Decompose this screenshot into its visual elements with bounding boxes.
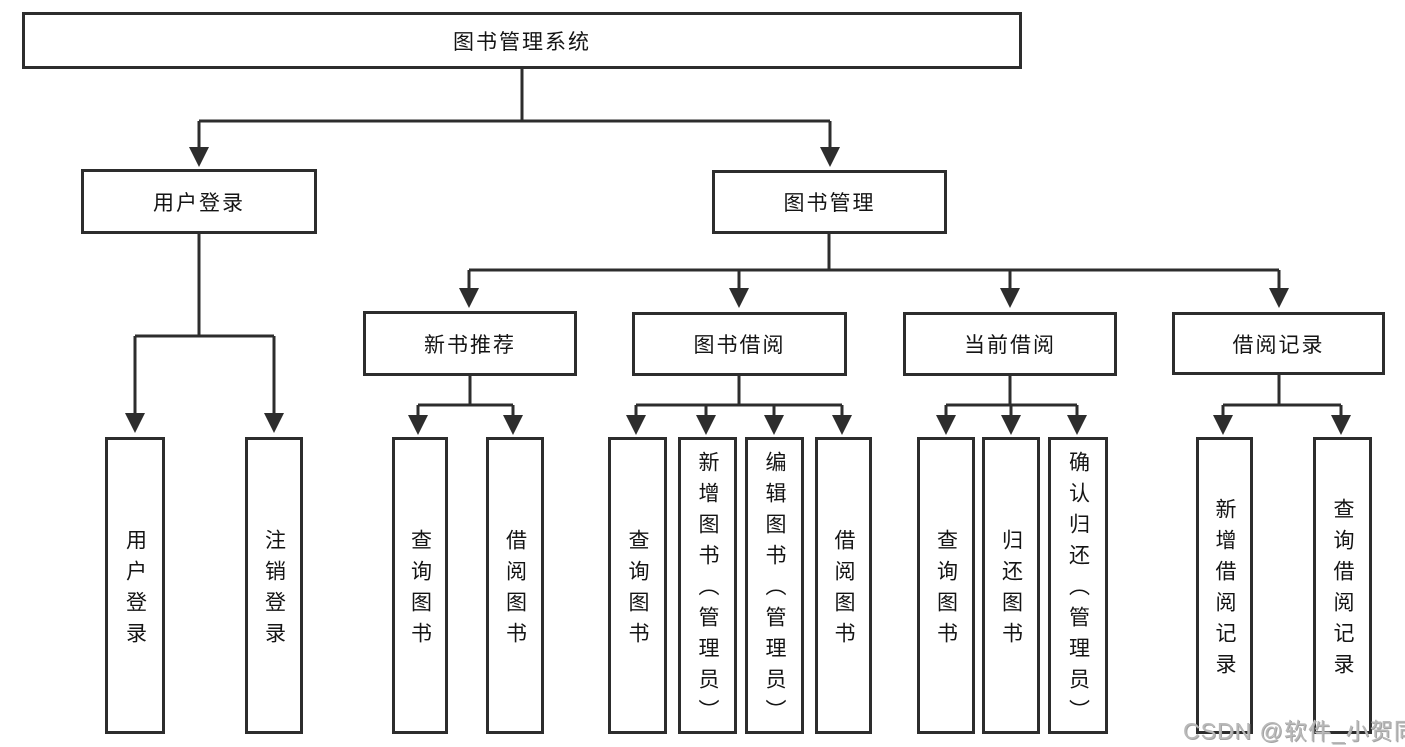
- node-new-book-recommend: 新书推荐: [363, 311, 577, 376]
- leaf-user-login: 用户登录: [105, 437, 165, 734]
- leaf-logout: 注销登录: [245, 437, 303, 734]
- connector-segments: [133, 68, 1343, 418]
- leaf-label: 借阅图书: [832, 528, 855, 653]
- leaf-label: 编辑图书（管理员）: [763, 451, 786, 730]
- leaf-label: 归还图书: [999, 528, 1023, 653]
- leaf-label: 确认归还（管理员）: [1066, 451, 1090, 730]
- leaf-query-books-borrowing: 查询图书: [608, 437, 667, 734]
- leaf-add-book-admin: 新增图书（管理员）: [678, 437, 737, 734]
- leaf-confirm-return-admin: 确认归还（管理员）: [1048, 437, 1108, 734]
- leaf-borrow-books-borrowing: 借阅图书: [815, 437, 872, 734]
- leaf-query-books-current: 查询图书: [917, 437, 975, 734]
- node-book-management: 图书管理: [712, 170, 947, 234]
- leaf-label: 查询借阅记录: [1331, 497, 1354, 684]
- node-library-system: 图书管理系统: [22, 12, 1022, 69]
- leaf-query-books-recommend: 查询图书: [392, 437, 448, 734]
- leaf-label: 新增图书（管理员）: [696, 451, 719, 730]
- node-book-borrowing: 图书借阅: [632, 312, 847, 376]
- leaf-return-book: 归还图书: [982, 437, 1040, 734]
- leaf-borrow-books-recommend: 借阅图书: [486, 437, 544, 734]
- leaf-edit-book-admin: 编辑图书（管理员）: [745, 437, 804, 734]
- leaf-label: 注销登录: [262, 528, 286, 653]
- leaf-label: 借阅图书: [503, 528, 527, 653]
- node-user-login: 用户登录: [81, 169, 317, 234]
- leaf-label: 查询图书: [626, 528, 649, 653]
- arrowheads: [125, 147, 1351, 435]
- node-borrowing-records: 借阅记录: [1172, 312, 1385, 375]
- leaf-add-borrow-record: 新增借阅记录: [1196, 437, 1253, 734]
- leaf-label: 用户登录: [123, 528, 147, 653]
- leaf-label: 查询图书: [408, 528, 432, 653]
- node-current-borrowing: 当前借阅: [903, 312, 1117, 376]
- leaf-label: 新增借阅记录: [1213, 497, 1236, 684]
- leaf-label: 查询图书: [934, 528, 958, 653]
- leaf-query-borrow-record: 查询借阅记录: [1313, 437, 1372, 734]
- watermark-text: CSDN @软件_小贺同学: [1183, 718, 1405, 744]
